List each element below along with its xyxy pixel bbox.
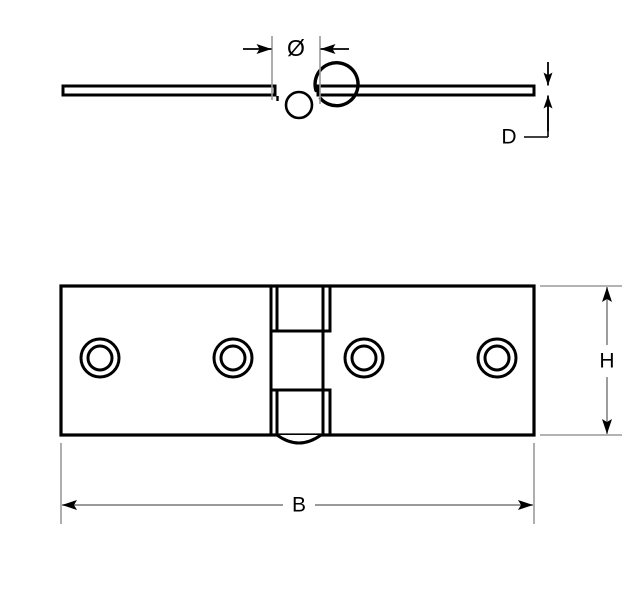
dimension-width: B bbox=[60, 443, 535, 524]
knuckle-outer-coil bbox=[313, 61, 360, 108]
top-view-right-leaf bbox=[316, 84, 536, 97]
dimension-diameter: Ø bbox=[243, 35, 349, 104]
screw-hole-4 bbox=[476, 337, 518, 379]
screw-hole-inner bbox=[219, 344, 247, 372]
screw-hole-inner bbox=[483, 344, 511, 372]
screw-hole-2 bbox=[212, 337, 254, 379]
front-view-group bbox=[59, 284, 536, 445]
width-label: B bbox=[292, 494, 306, 517]
screw-hole-inner bbox=[350, 344, 378, 372]
top-view-left-leaf bbox=[61, 84, 277, 97]
screw-hole-inner bbox=[86, 344, 114, 372]
dimension-thickness: D bbox=[501, 62, 553, 149]
thickness-label: D bbox=[501, 126, 516, 149]
front-view-plate-outline bbox=[59, 284, 536, 437]
height-label: H bbox=[599, 350, 614, 373]
top-view-group bbox=[61, 61, 536, 120]
knuckle-inner-bore bbox=[284, 90, 314, 120]
screw-hole-1 bbox=[79, 337, 121, 379]
screw-hole-3 bbox=[343, 337, 385, 379]
knuckle-pin-round-end bbox=[276, 433, 322, 445]
diameter-label: Ø bbox=[287, 35, 305, 61]
dimension-height: H bbox=[540, 285, 622, 436]
